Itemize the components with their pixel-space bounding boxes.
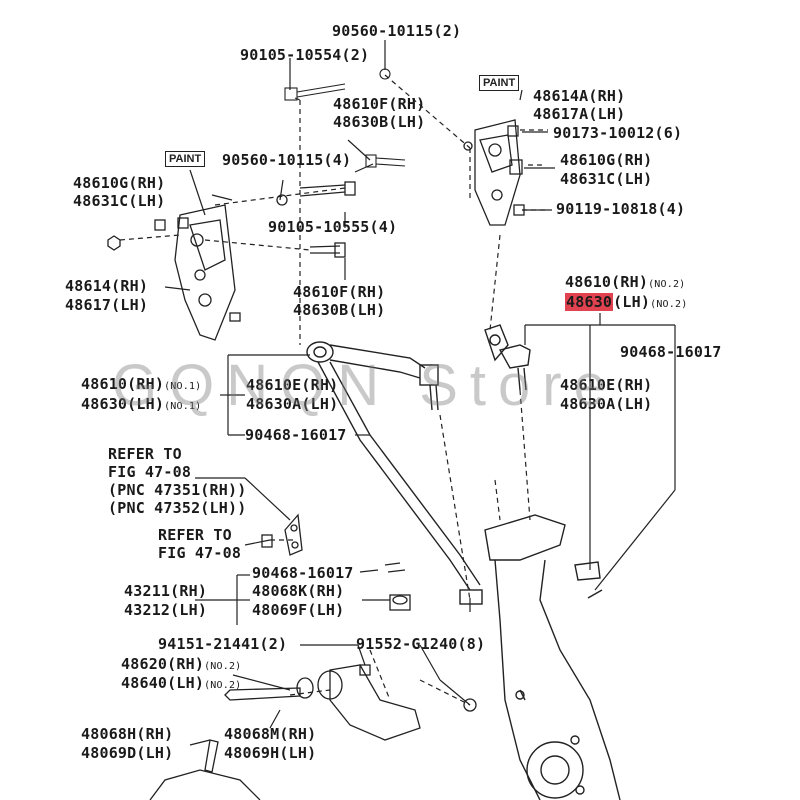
label-48610G-left: 48610G(RH) <box>73 174 166 192</box>
label-90119: 90119-10818(4) <box>556 200 686 218</box>
label-90468-mid: 90468-16017 <box>245 426 347 444</box>
label-48630-no2: 48630(LH)(NO.2) <box>565 293 688 311</box>
label-90105-10555: 90105-10555(4) <box>268 218 398 236</box>
control-arm-no1 <box>306 341 483 605</box>
paint-tag-right: PAINT <box>479 75 520 91</box>
stabilizer-link <box>261 513 303 556</box>
label-90468-low: 90468-16017 <box>252 564 354 582</box>
label-48617A: 48617A(LH) <box>533 105 626 123</box>
label-43212: 43212(LH) <box>124 601 208 619</box>
label-48614: 48614(RH) <box>65 277 149 295</box>
label-48069D: 48069D(LH) <box>81 744 174 762</box>
label-48069H: 48069H(LH) <box>224 744 317 762</box>
steering-knuckle <box>484 514 621 800</box>
label-48630B-mid: 48630B(LH) <box>293 301 386 319</box>
bracket-right <box>463 119 525 226</box>
label-48614A: 48614A(RH) <box>533 87 626 105</box>
label-90173: 90173-10012(6) <box>553 124 683 142</box>
label-48610-no2: 48610(RH)(NO.2) <box>565 273 686 291</box>
label-90105-10554: 90105-10554(2) <box>240 46 370 64</box>
label-refer1-a: REFER TO <box>108 445 182 463</box>
watermark: GQNQN Store <box>112 353 618 418</box>
label-48630A-left: 48630A(LH) <box>246 395 339 413</box>
label-48631C-left: 48631C(LH) <box>73 192 166 210</box>
leader-lines <box>164 40 676 746</box>
highlighted-part-number: 48630 <box>565 293 614 311</box>
label-48610F-mid: 48610F(RH) <box>293 283 386 301</box>
label-48631C-right: 48631C(LH) <box>560 170 653 188</box>
label-refer2-a: REFER TO <box>158 526 232 544</box>
label-48640: 48640(LH)(NO.2) <box>121 674 242 692</box>
label-48068H: 48068H(RH) <box>81 725 174 743</box>
label-refer1-d: (PNC 47352(LH)) <box>108 499 247 517</box>
label-94151: 94151-21441(2) <box>158 635 288 653</box>
label-48617: 48617(LH) <box>65 296 149 314</box>
label-43211: 43211(RH) <box>124 582 208 600</box>
label-48630A-right: 48630A(LH) <box>560 395 653 413</box>
label-90560-top: 90560-10115(2) <box>332 22 462 40</box>
control-arm-no2 <box>484 324 603 599</box>
label-48610-no1: 48610(RH)(NO.1) <box>81 375 202 393</box>
label-48610F-top: 48610F(RH) <box>333 95 426 113</box>
lower-parts <box>149 562 477 800</box>
bolt-top <box>284 68 406 168</box>
label-48610E-right: 48610E(RH) <box>560 376 653 394</box>
paint-tag-left: PAINT <box>165 151 206 167</box>
label-48630-no1: 48630(LH)(NO.1) <box>81 395 202 413</box>
label-refer1-b: FIG 47-08 <box>108 463 192 481</box>
label-91552: 91552-G1240(8) <box>356 635 486 653</box>
label-48610E-left: 48610E(RH) <box>246 376 339 394</box>
label-refer2-b: FIG 47-08 <box>158 544 242 562</box>
label-48630B-top: 48630B(LH) <box>333 113 426 131</box>
label-48068M: 48068M(RH) <box>224 725 317 743</box>
label-48069F: 48069F(LH) <box>252 601 345 619</box>
bracket-left <box>107 181 356 341</box>
label-90468-right: 90468-16017 <box>620 343 722 361</box>
label-refer1-c: (PNC 47351(RH)) <box>108 481 247 499</box>
label-48620: 48620(RH)(NO.2) <box>121 655 242 673</box>
label-48610G-right: 48610G(RH) <box>560 151 653 169</box>
label-90560-mid: 90560-10115(4) <box>222 151 352 169</box>
label-48068K: 48068K(RH) <box>252 582 345 600</box>
